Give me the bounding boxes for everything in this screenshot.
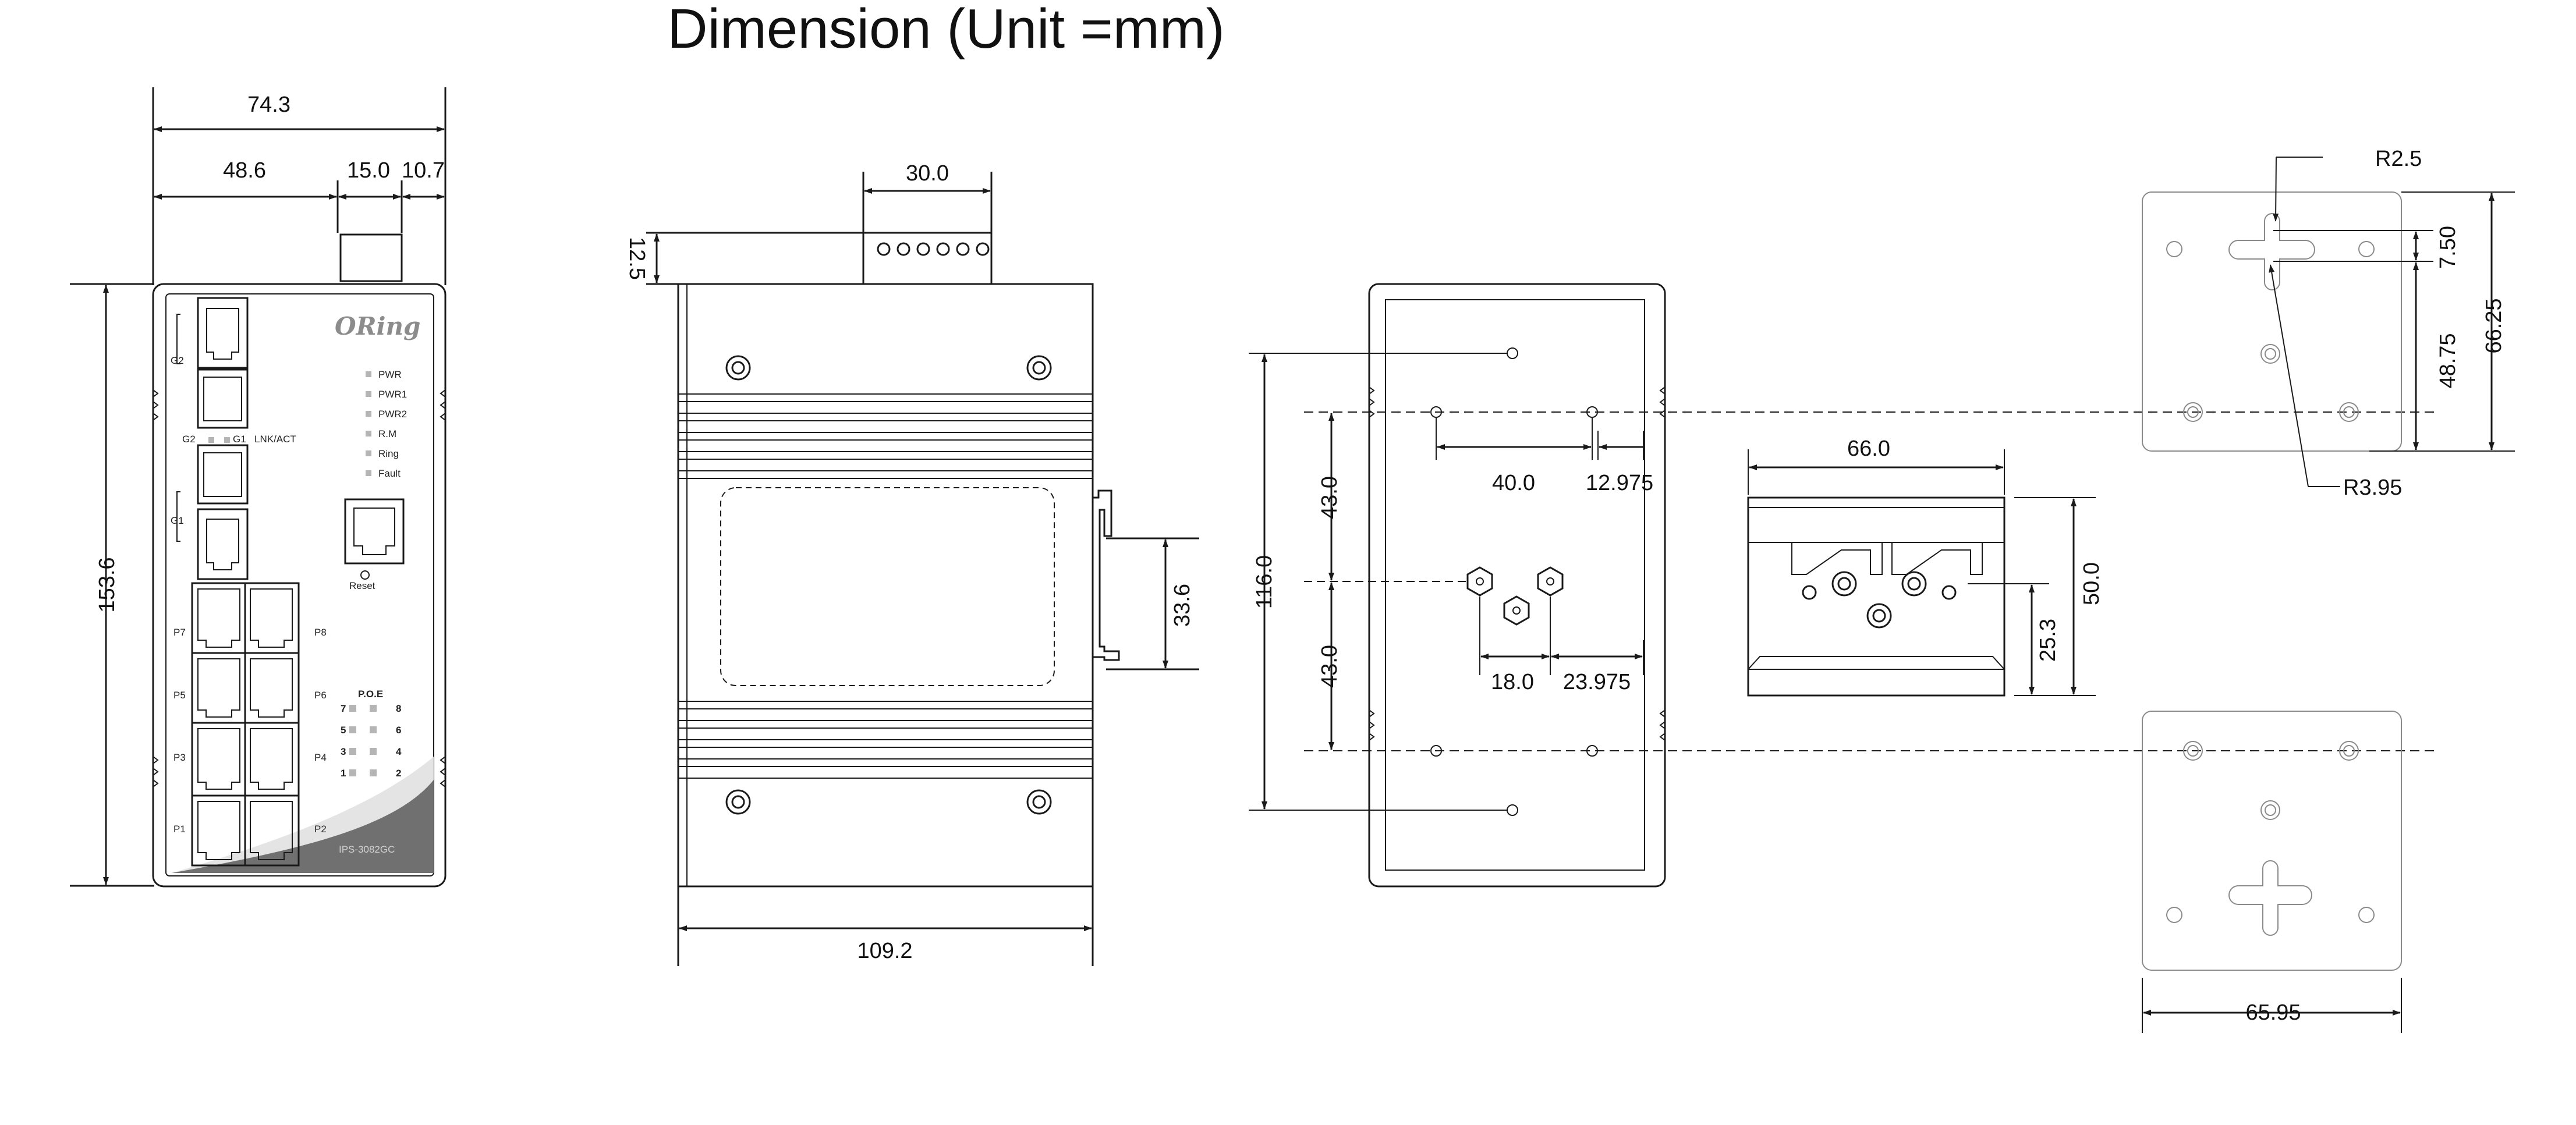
poe-title: P.O.E — [358, 689, 383, 700]
reset-label: Reset — [349, 580, 375, 591]
dim-front-height: 153.6 — [95, 557, 119, 612]
front-view — [70, 87, 447, 888]
uplink-label-g1: G1 — [233, 434, 246, 445]
port-label-p5: P5 — [173, 690, 186, 701]
port-g1-rj45 — [197, 508, 249, 580]
reset-button — [360, 570, 370, 580]
poe-row-1-left: 7 — [341, 703, 346, 714]
poe-row-2-right: 6 — [396, 725, 401, 736]
port-g2-rj45 — [197, 297, 249, 369]
dim-rear-h1: 40.0 — [1492, 471, 1535, 495]
model-label: IPS-3082GC — [339, 844, 395, 855]
dim-plate-v2: 48.75 — [2436, 333, 2460, 388]
din-rail-clip — [1747, 449, 2096, 697]
dim-front-left: 48.6 — [223, 158, 266, 183]
dim-din-height: 50.0 — [2079, 562, 2104, 605]
dim-rear-lower-spacing: 43.0 — [1317, 645, 1342, 688]
led-label-pwr2: PWR2 — [378, 409, 407, 420]
brand-logo: ORing — [335, 312, 420, 340]
poe-row-3-left: 3 — [341, 746, 346, 757]
port-label-p8: P8 — [314, 627, 327, 638]
dim-rear-h4: 23.975 — [1563, 670, 1631, 694]
dim-front-right: 10.7 — [402, 158, 445, 183]
dim-front-width: 74.3 — [247, 93, 290, 117]
led-label-rm: R.M — [378, 428, 396, 439]
device-rear-body — [1368, 283, 1666, 888]
uplink-label-lnkact: LNK/ACT — [254, 434, 296, 445]
diagram-title: Dimension (Unit =mm) — [667, 0, 1225, 60]
dim-side-clip-height: 33.6 — [1170, 584, 1195, 627]
rj45-port-grid — [191, 582, 300, 867]
dim-din-offset: 25.3 — [2036, 619, 2060, 662]
led-label-fault: Fault — [378, 468, 401, 479]
dim-front-mid: 15.0 — [347, 158, 390, 183]
dim-side-width: 109.2 — [857, 939, 912, 963]
port-label-p4: P4 — [314, 752, 327, 763]
led-label-pwr1: PWR1 — [378, 389, 407, 400]
dim-rear-h3: 18.0 — [1491, 670, 1534, 694]
dim-plate-width: 65.95 — [2245, 1000, 2301, 1025]
status-led-group — [208, 371, 377, 776]
led-label-pwr: PWR — [378, 369, 402, 380]
poe-row-2-left: 5 — [341, 725, 346, 736]
port-label-g1: G1 — [171, 515, 184, 526]
port-label-p6: P6 — [314, 690, 327, 701]
dim-plate-v3: 66.25 — [2482, 298, 2506, 353]
port-label-p2: P2 — [314, 824, 327, 835]
poe-row-4-left: 1 — [341, 768, 346, 779]
side-view — [646, 172, 1199, 966]
dim-rear-h2: 12.975 — [1586, 471, 1653, 495]
poe-row-1-right: 8 — [396, 703, 401, 714]
poe-row-4-right: 2 — [396, 768, 401, 779]
port-label-p3: P3 — [173, 752, 186, 763]
alignment-lines — [1304, 411, 2439, 751]
led-label-ring: Ring — [378, 448, 399, 459]
poe-row-3-right: 4 — [396, 746, 402, 757]
dim-din-width: 66.0 — [1847, 436, 1890, 461]
port-g1-sfp — [197, 444, 249, 505]
label-area — [720, 487, 1055, 686]
dim-side-connector-width: 30.0 — [906, 161, 949, 186]
port-label-p1: P1 — [173, 824, 186, 835]
port-g2-sfp — [197, 368, 249, 429]
dim-rear-hole-span: 116.0 — [1252, 555, 1277, 609]
console-port — [344, 498, 405, 565]
device-front-body — [152, 283, 447, 888]
dim-plate-v1: 7.50 — [2436, 226, 2460, 269]
bottom-plate — [2142, 711, 2402, 971]
wall-mount-plates — [2142, 157, 2515, 1033]
rear-view — [1249, 283, 1666, 888]
dim-side-connector-height: 12.5 — [625, 237, 649, 280]
dim-rear-upper-spacing: 43.0 — [1317, 476, 1342, 519]
port-label-g2: G2 — [171, 355, 184, 366]
uplink-label-g2: G2 — [182, 434, 196, 445]
port-label-p7: P7 — [173, 627, 186, 638]
dim-plate-r1: R2.5 — [2375, 147, 2422, 171]
top-plate — [2142, 191, 2402, 452]
dim-plate-r2: R3.95 — [2343, 475, 2402, 500]
